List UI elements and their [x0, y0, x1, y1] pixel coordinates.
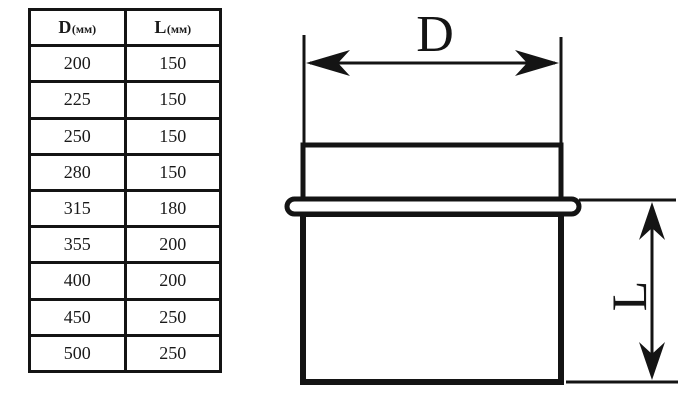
duct-flange-bead [284, 196, 582, 217]
cell-d: 200 [28, 44, 127, 84]
cell-d: 355 [28, 225, 127, 265]
table-row: 315 180 [28, 188, 222, 229]
cell-l: 250 [123, 333, 222, 373]
table-row: 355 200 [28, 225, 222, 265]
cell-l: 150 [123, 116, 222, 156]
dimension-label-d: D [416, 6, 454, 63]
dimension-table-head: D(мм) L(мм) [28, 7, 222, 48]
cell-d: 225 [28, 80, 127, 120]
duct-collar [300, 142, 564, 206]
header-d: D(мм) [28, 7, 127, 48]
cell-d: 450 [28, 297, 127, 337]
d-arrowhead-left-icon [306, 50, 350, 76]
cell-l: 150 [123, 80, 222, 120]
table-row: 200 150 [28, 44, 222, 84]
dimension-table: D(мм) L(мм) 200 150 225 150 250 150 280 … [28, 7, 222, 373]
d-arrowhead-right-icon [515, 50, 559, 76]
dimension-label-l: L [601, 281, 657, 312]
cell-l: 200 [123, 225, 222, 265]
cell-d: 250 [28, 116, 127, 156]
cell-d: 280 [28, 152, 127, 192]
l-arrowhead-top-icon [639, 202, 665, 240]
dimension-table-body: 200 150 225 150 250 150 280 150 315 180 … [28, 44, 222, 373]
cell-l: 150 [123, 152, 222, 192]
table-row: 280 150 [28, 152, 222, 192]
cell-d: 400 [28, 261, 127, 301]
table-row: 500 250 [28, 333, 222, 373]
table-row: 225 150 [28, 80, 222, 120]
cell-d: 315 [28, 188, 127, 229]
header-l: L(мм) [123, 7, 222, 48]
table-row: 250 150 [28, 116, 222, 156]
cell-l: 180 [123, 188, 222, 229]
cell-l: 200 [123, 261, 222, 301]
table-row: 400 200 [28, 261, 222, 301]
header-l-main: L [154, 17, 167, 38]
duct-body [300, 211, 564, 385]
header-d-unit: (мм) [71, 22, 97, 37]
table-row: 450 250 [28, 297, 222, 337]
header-d-main: D [58, 17, 72, 38]
header-l-unit: (мм) [166, 22, 192, 37]
l-arrowhead-bottom-icon [639, 342, 665, 380]
cell-l: 250 [123, 297, 222, 337]
table-header-row: D(мм) L(мм) [28, 7, 222, 48]
cell-l: 150 [123, 44, 222, 84]
cell-d: 500 [28, 333, 127, 373]
